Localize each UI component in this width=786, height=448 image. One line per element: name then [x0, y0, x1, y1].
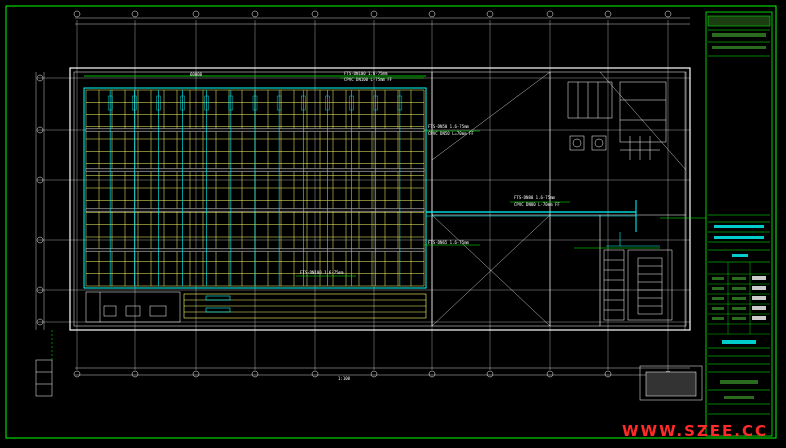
pipe-tag-5: FTS-DN80 1.6-75mm — [514, 195, 556, 200]
pipe-tag-1: FTS-DN100 1.6-75mm — [344, 71, 388, 76]
branch-tag — [373, 95, 378, 111]
branch-tag — [397, 95, 403, 111]
pipe-tag-7: FTS-DN65 1.6-75mm — [428, 240, 470, 245]
branch-tag — [301, 95, 306, 111]
branch-tag — [276, 95, 282, 111]
dimension-lines — [35, 17, 690, 376]
watermark: WWW.SZEE.CC — [622, 422, 768, 440]
staircase — [603, 249, 673, 321]
branch-tag — [204, 95, 209, 111]
branch-tag — [180, 95, 185, 111]
building-walls — [69, 67, 691, 331]
left-annex — [35, 330, 53, 397]
branch-tag — [228, 95, 234, 111]
equipment-room — [567, 81, 667, 160]
sprinkler-grid — [85, 89, 425, 287]
rack-strip — [183, 293, 427, 319]
branch-tag — [349, 95, 354, 111]
branch-tag — [107, 95, 113, 111]
leader-lines — [296, 77, 706, 277]
sheet-border — [5, 5, 777, 439]
axis-bubbles — [36, 10, 672, 378]
office-block — [85, 291, 181, 323]
top-dimension: 60000 — [190, 72, 203, 77]
branch-tag — [156, 95, 161, 111]
scale-note: 1:100 — [338, 376, 351, 381]
branch-tag — [132, 95, 137, 111]
branch-tag — [252, 95, 258, 111]
annex-block — [639, 365, 703, 401]
title-block — [705, 11, 773, 437]
pipe-tag-4: CPVC DN50 L=70mm FF — [428, 131, 474, 136]
pipe-tag-6: CPVC DN80 L-70mm FF — [514, 202, 560, 207]
pipe-tag-8: FTS-DN100 1.6-75mm — [300, 270, 344, 275]
pipe-network — [83, 75, 660, 289]
pipe-tag-2: CPVC DN100 L-75mm FF — [344, 77, 393, 82]
pipe-tag-3: FTS-DN50 1.6-75mm — [428, 124, 470, 129]
branch-tag — [325, 95, 330, 111]
